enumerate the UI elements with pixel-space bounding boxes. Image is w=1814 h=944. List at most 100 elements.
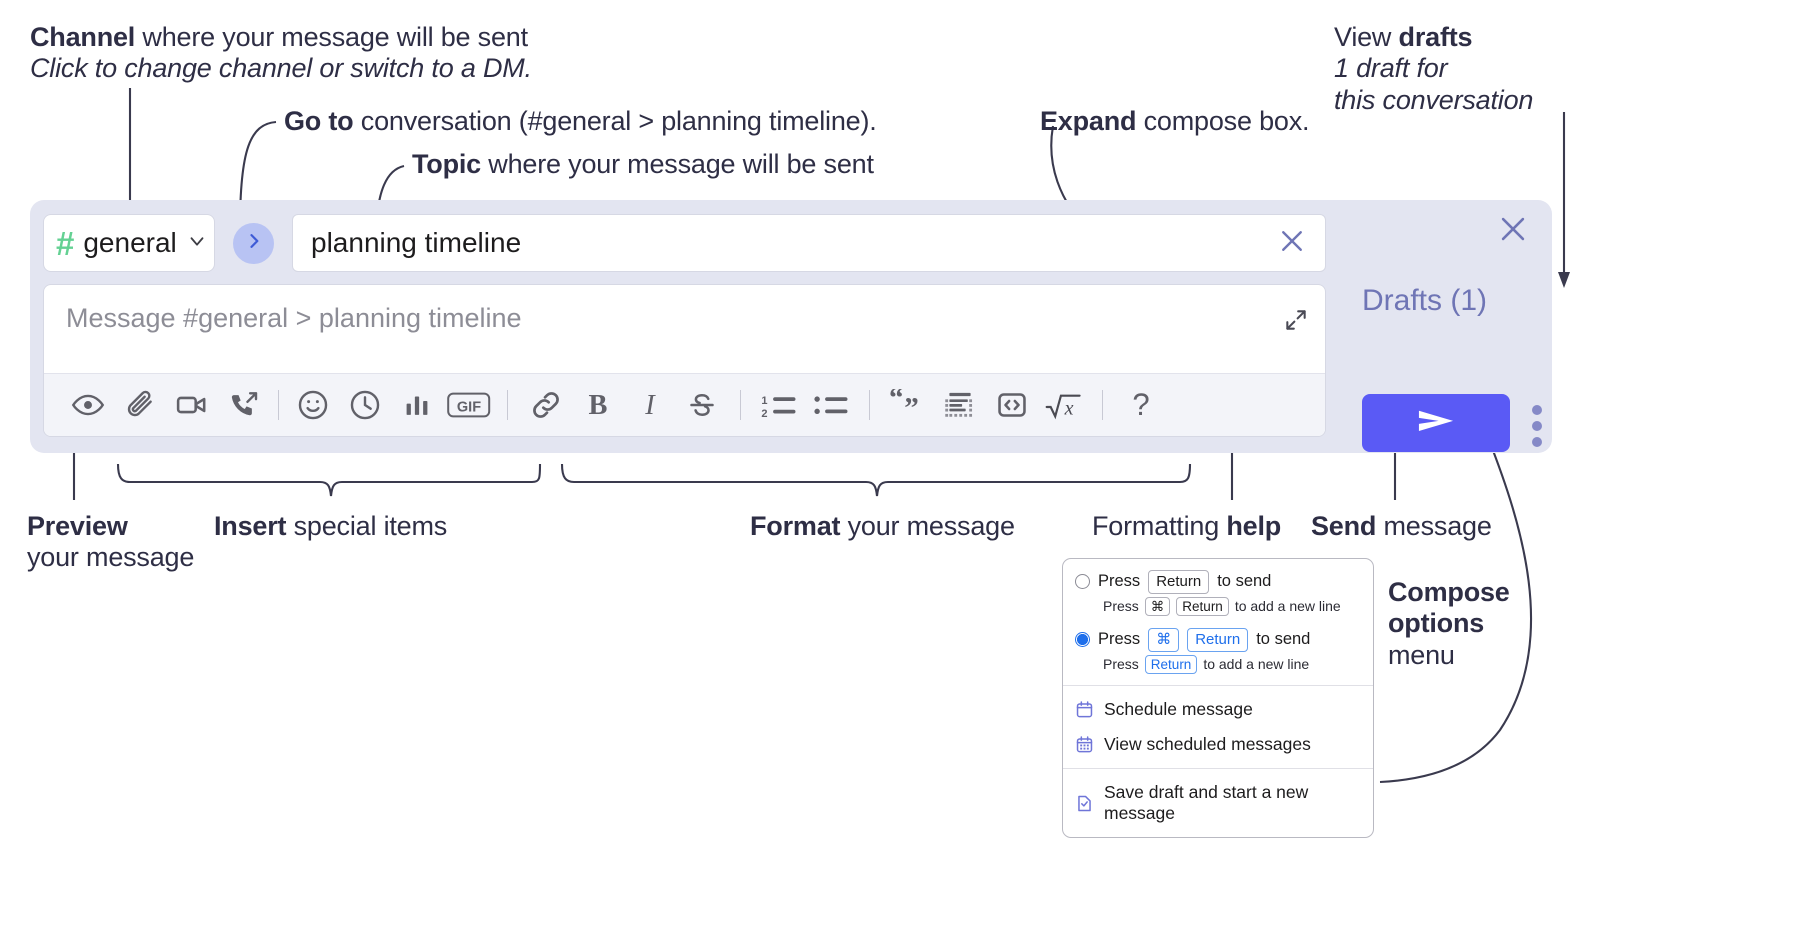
huddle-button[interactable] [218, 379, 270, 431]
bold-label: B [589, 390, 608, 421]
annotation-topic-bold: Topic [412, 149, 481, 179]
menu-item-label: View scheduled messages [1104, 734, 1311, 755]
annotation-help-rest: Formatting [1092, 511, 1227, 541]
annotation-drafts: View drafts 1 draft for this conversatio… [1334, 22, 1533, 116]
svg-text:”: ” [904, 393, 919, 421]
menu-divider-2 [1063, 768, 1373, 770]
message-input[interactable]: Message #general > planning timeline [44, 285, 1325, 373]
expand-icon[interactable] [1283, 307, 1309, 338]
annotation-expand: Expand compose box. [1040, 106, 1310, 137]
annotation-drafts-prefix: View [1334, 22, 1399, 52]
kebab-dot-1 [1532, 405, 1542, 415]
poll-button[interactable] [391, 379, 443, 431]
send-option-2-sub-post: to add a new line [1203, 656, 1310, 673]
formatting-help-button[interactable]: ? [1115, 379, 1167, 431]
menu-item-label: Save draft and start a new message [1104, 782, 1309, 824]
gif-button[interactable]: GIF [443, 379, 495, 431]
annotation-expand-bold: Expand [1040, 106, 1137, 136]
annotation-insert-rest: special items [286, 511, 448, 541]
send-option-1-sub-pre: Press [1103, 598, 1139, 615]
hash-icon: # [56, 224, 75, 262]
annotation-insert: Insert special items [214, 511, 447, 542]
send-option-return[interactable]: Press Return to send [1063, 568, 1373, 596]
annotation-expand-rest: compose box. [1136, 106, 1310, 136]
annotation-channel-bold: Channel [30, 22, 136, 52]
blockquote-button[interactable]: “” [882, 379, 934, 431]
message-compose-box: Message #general > planning timeline [43, 284, 1326, 437]
math-button[interactable]: x [1038, 379, 1090, 431]
radio-button-selected[interactable] [1075, 632, 1090, 648]
code-button[interactable] [986, 379, 1038, 431]
annotation-send-bold: Send [1311, 511, 1377, 541]
bold-button[interactable]: B [572, 379, 624, 431]
attach-button[interactable] [114, 379, 166, 431]
code-block-button[interactable] [934, 379, 986, 431]
annotation-formatting-help: Formatting help [1092, 511, 1281, 542]
schedule-button[interactable] [339, 379, 391, 431]
menu-item-save-draft[interactable]: Save draft and start a new message [1063, 775, 1373, 831]
annotation-drafts-italic-1: 1 draft for [1334, 53, 1448, 84]
annotation-insert-bold: Insert [214, 511, 287, 541]
channel-selector[interactable]: # general [43, 214, 215, 272]
annotation-send: Send message [1311, 511, 1492, 542]
radio-button-unselected[interactable] [1075, 574, 1090, 590]
chevron-right-icon [244, 231, 264, 256]
send-option-cmd-return[interactable]: Press ⌘ Return to send [1063, 626, 1373, 654]
annotation-channel-rest: where your message will be sent [135, 22, 528, 52]
close-icon[interactable] [1277, 226, 1307, 261]
annotation-send-rest: message [1376, 511, 1492, 541]
chevron-down-icon [186, 230, 208, 257]
calendar-grid-icon [1075, 735, 1094, 754]
send-option-group: Press Return to send Press ⌘ Return to a… [1063, 559, 1373, 685]
gif-label: GIF [457, 399, 481, 415]
preview-button[interactable] [62, 379, 114, 431]
send-option-1-pre: Press [1098, 572, 1141, 591]
annotation-compose-line1: Compose [1388, 577, 1510, 607]
annotation-compose-line2: options [1388, 608, 1485, 639]
italic-button[interactable]: I [624, 379, 676, 431]
menu-item-view-scheduled-messages[interactable]: View scheduled messages [1063, 727, 1373, 762]
draft-check-icon [1075, 794, 1094, 813]
annotation-goto: Go to conversation (#general > planning … [284, 106, 877, 137]
annotation-preview-bold: Preview [27, 511, 128, 541]
video-button[interactable] [166, 379, 218, 431]
annotation-channel-italic: Click to change channel or switch to a D… [30, 53, 532, 84]
channel-name-label: general [83, 227, 177, 258]
menu-item-schedule-message[interactable]: Schedule message [1063, 692, 1373, 727]
separator-2 [507, 390, 508, 420]
send-button[interactable] [1362, 394, 1510, 452]
separator-4 [869, 390, 870, 420]
compose-options-menu: Press Return to send Press ⌘ Return to a… [1062, 558, 1374, 839]
send-option-2-pre: Press [1098, 630, 1141, 649]
close-icon[interactable] [1496, 212, 1530, 251]
annotation-help-bold: help [1226, 511, 1282, 541]
annotation-channel: Channel where your message will be sent … [30, 22, 532, 85]
send-option-2-post: to send [1256, 630, 1311, 649]
topic-input[interactable]: planning timeline [292, 214, 1326, 272]
key-return-sub: Return [1176, 596, 1229, 617]
compose-main-column: # general planning timeline Messag [43, 214, 1326, 437]
send-paper-plane-icon [1415, 406, 1457, 441]
calendar-icon [1075, 700, 1094, 719]
separator-3 [740, 390, 741, 420]
annotation-topic: Topic where your message will be sent [412, 149, 874, 180]
send-option-1-sub-post: to add a new line [1234, 598, 1341, 615]
ordered-list-two: 2 [761, 408, 767, 420]
question-mark-icon: ? [1132, 388, 1149, 422]
bulleted-list-button[interactable] [805, 379, 857, 431]
key-command-main: ⌘ [1148, 628, 1180, 652]
drafts-link[interactable]: Drafts (1) [1362, 284, 1488, 317]
schedule-group: Schedule message View scheduled messages [1063, 686, 1373, 768]
strikethrough-button[interactable] [676, 379, 728, 431]
emoji-button[interactable] [287, 379, 339, 431]
link-button[interactable] [520, 379, 572, 431]
send-option-2-sub-pre: Press [1103, 656, 1139, 673]
svg-text:“: “ [889, 389, 904, 415]
message-placeholder: Message #general > planning timeline [66, 303, 522, 333]
go-to-conversation-button[interactable] [233, 223, 274, 264]
annotation-goto-rest: conversation (#general > planning timeli… [353, 106, 877, 136]
more-options-icon[interactable] [1532, 405, 1542, 447]
